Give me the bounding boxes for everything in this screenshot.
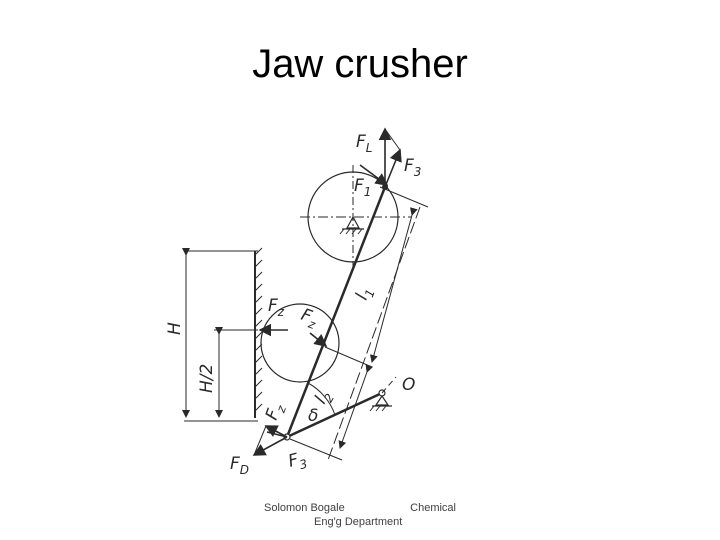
delta-angle-arc bbox=[307, 382, 336, 416]
label-h: H bbox=[165, 322, 185, 335]
label-h-half: H/2 bbox=[197, 364, 217, 393]
pivot-o-dashed-line bbox=[381, 376, 397, 394]
label-l1: l1 bbox=[352, 284, 378, 303]
mid-dimension-tick bbox=[324, 346, 373, 368]
force-fz-lower-arrow bbox=[264, 425, 288, 438]
material-circle bbox=[260, 303, 340, 383]
height-dimension bbox=[182, 248, 258, 422]
force-f3-bottom-arrow bbox=[266, 431, 288, 438]
top-dimension-tick bbox=[379, 186, 429, 208]
l1-dimension-line bbox=[369, 207, 418, 363]
label-f1: F1 bbox=[354, 176, 371, 199]
label-fl: FL bbox=[356, 132, 372, 155]
label-f3-top: F3 bbox=[404, 156, 421, 179]
label-fz-wall: Fz bbox=[268, 296, 285, 319]
slide-title: Jaw crusher bbox=[252, 42, 468, 86]
footer-author: Solomon Bogale bbox=[264, 502, 345, 514]
swing-jaw bbox=[285, 186, 387, 438]
jaw-reference-line bbox=[327, 206, 421, 461]
force-f3-connector bbox=[384, 128, 401, 151]
footer-department-line2: Eng'g Department bbox=[314, 516, 403, 528]
fixed-jaw-wall bbox=[254, 247, 263, 418]
eccentric-pivot-support bbox=[339, 215, 364, 235]
footer-department-line1: Chemical bbox=[410, 502, 456, 514]
label-fz-lower: Fz bbox=[262, 400, 289, 424]
label-fz-jaw: Fz bbox=[297, 305, 321, 332]
force-fd-arrow bbox=[252, 436, 288, 456]
toggle-pivot-support bbox=[369, 389, 392, 412]
label-delta: δ bbox=[308, 406, 318, 426]
label-fd: FD bbox=[230, 454, 249, 477]
jaw-crusher-force-diagram: FL F3 F1 Fz Fz l1 O l2 δ Fz FD F3 H H/2 bbox=[165, 127, 429, 477]
force-f3-top-arrow bbox=[384, 148, 402, 188]
force-fz-jaw-arrow bbox=[309, 332, 328, 348]
label-f3-bottom: F3 bbox=[286, 448, 309, 475]
force-f1-arrow bbox=[359, 164, 389, 186]
l2-dimension-line bbox=[338, 364, 374, 449]
label-o: O bbox=[402, 375, 415, 395]
force-fd-connector bbox=[253, 425, 267, 456]
bottom-dimension-tick bbox=[289, 438, 343, 461]
